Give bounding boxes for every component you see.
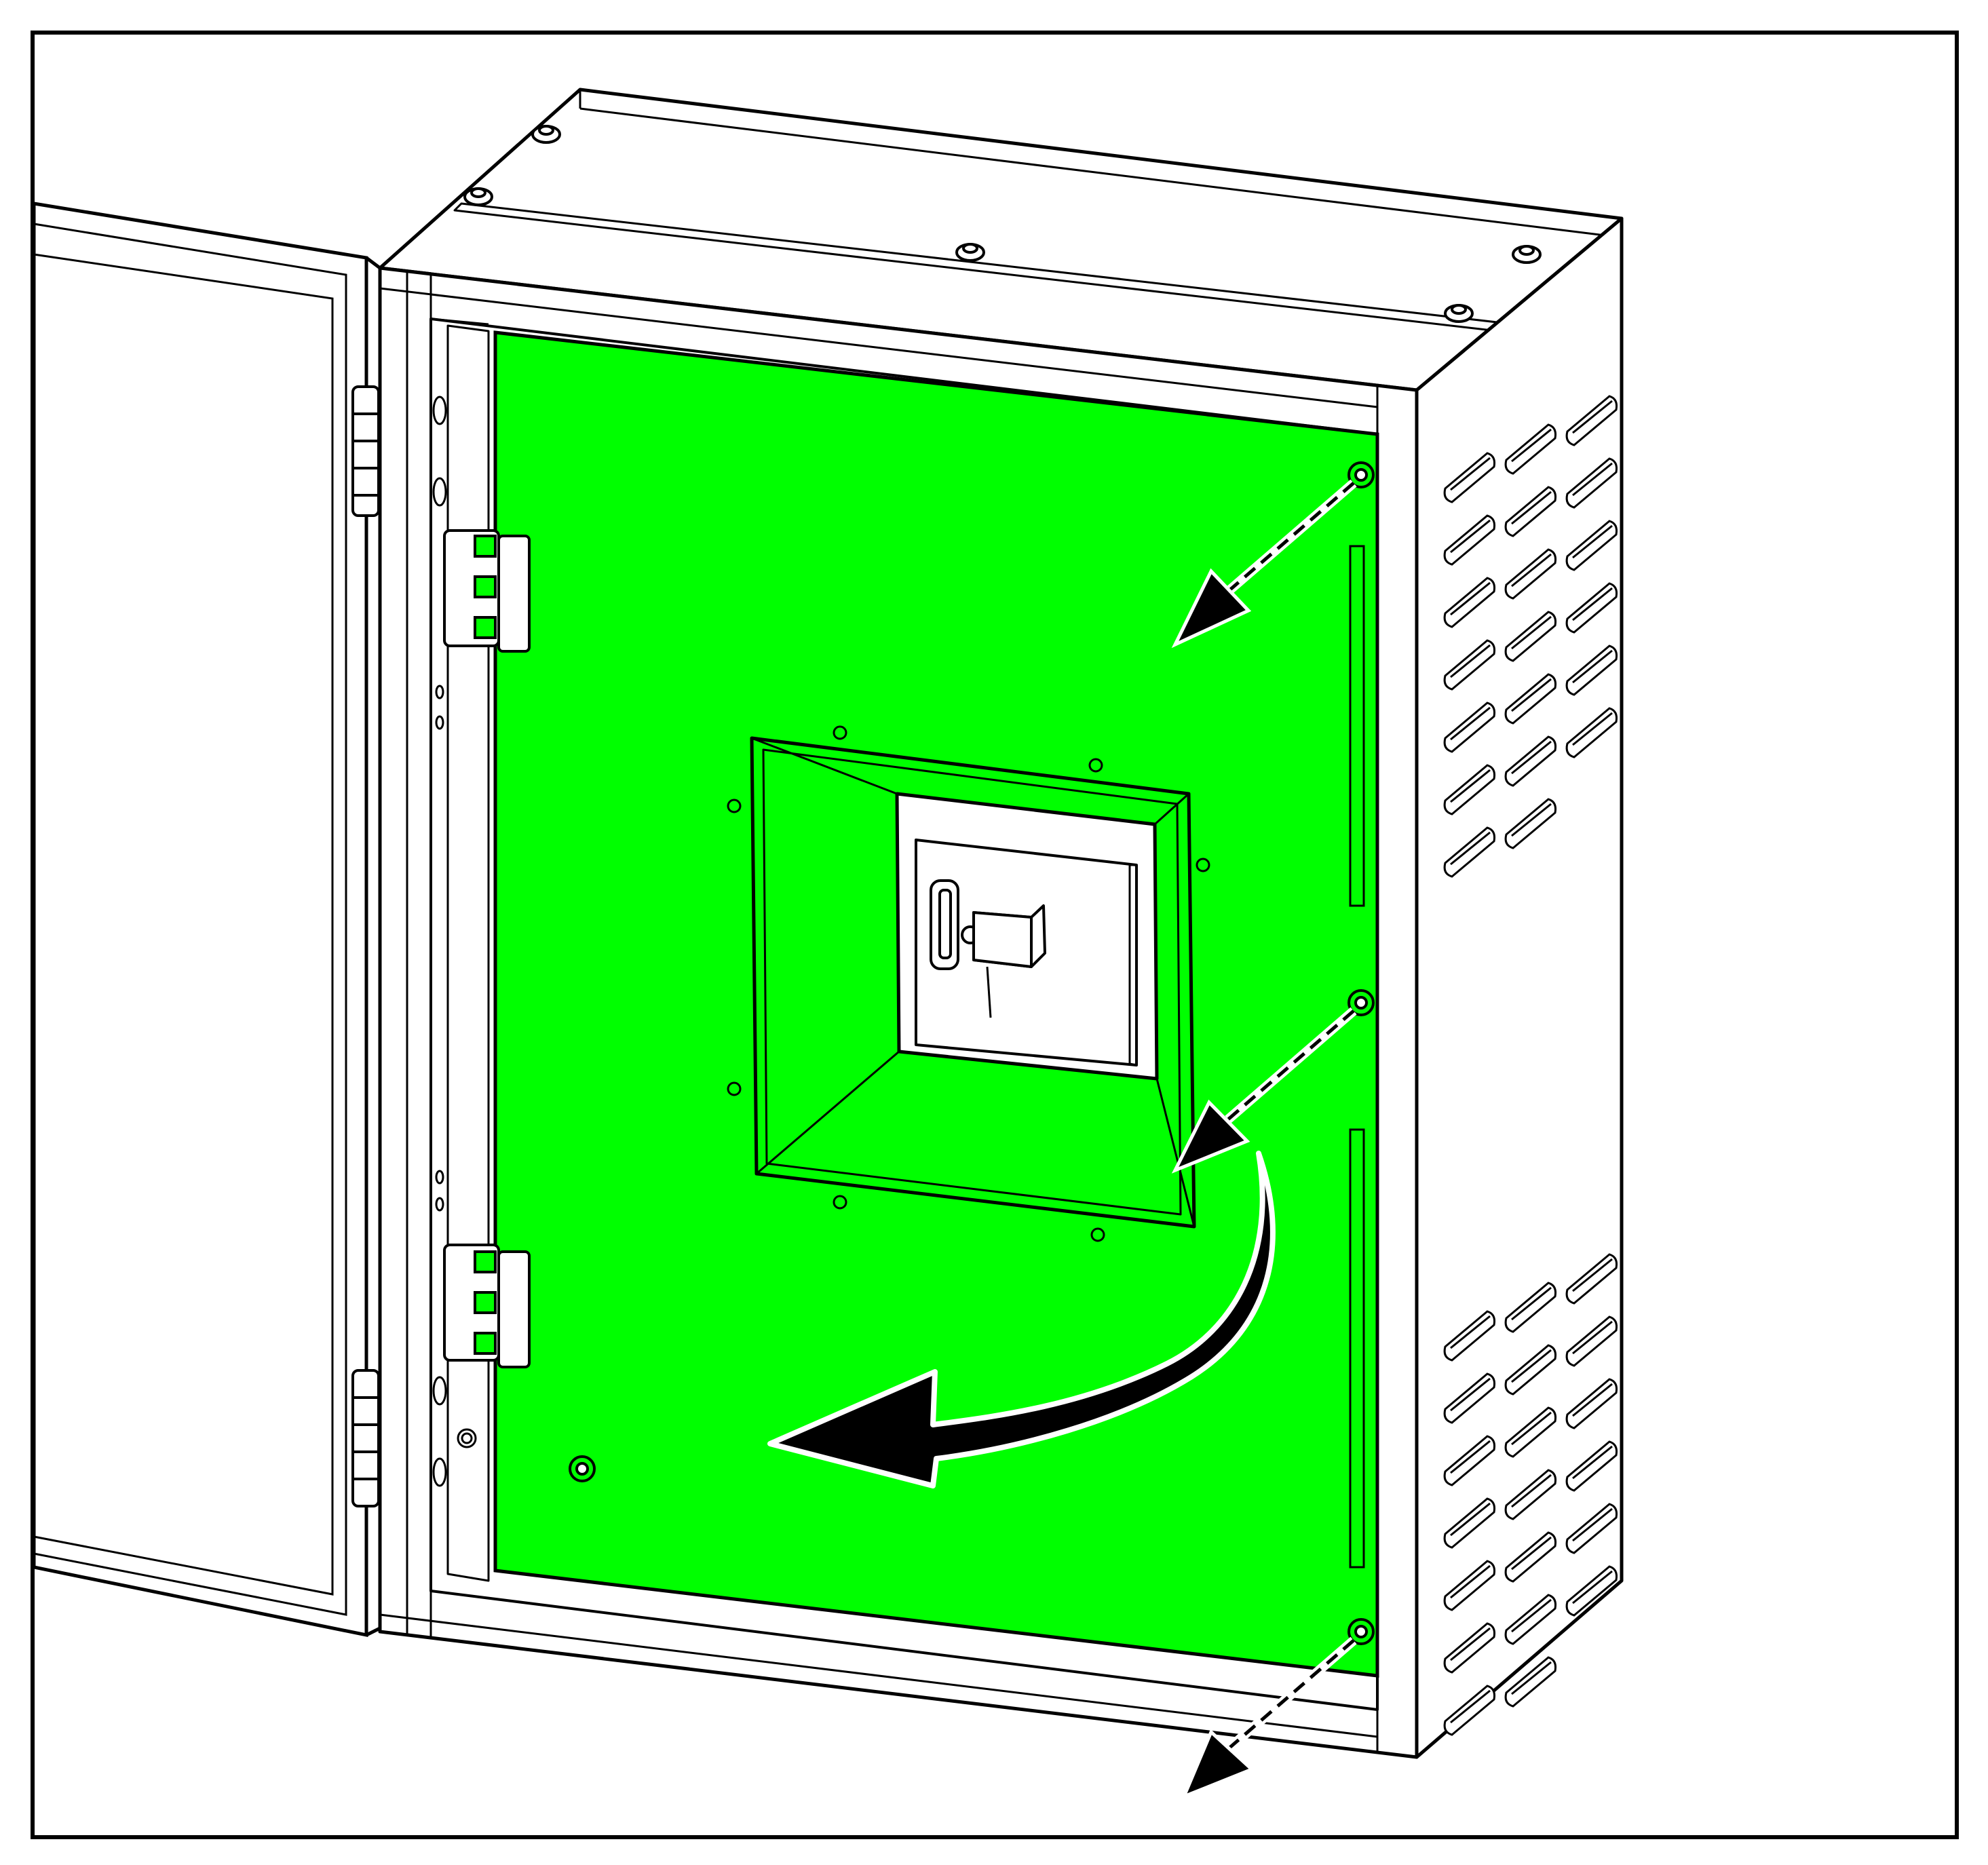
louver-slot-edge [1450, 769, 1491, 803]
louver-slot-edge [1450, 1315, 1491, 1349]
louver-slot-edge [1572, 1258, 1613, 1292]
louver-slot-edge [1572, 1445, 1613, 1480]
louver-slot-edge [1511, 1349, 1552, 1383]
louver-slot-edge [1572, 649, 1613, 684]
fastener-screw [727, 725, 1210, 1242]
louver-slot-edge [1450, 644, 1491, 678]
louver-slot-edge [1450, 831, 1491, 866]
louver-slot-edge [1511, 1286, 1552, 1321]
louver-slot-edge [1450, 1377, 1491, 1412]
louver-slot-edge [1511, 740, 1552, 775]
louver-slot-edge [1572, 587, 1613, 621]
swing-panel-arrow [767, 1151, 1276, 1488]
louver-slot-edge [1450, 1440, 1491, 1474]
louver-slot-edge [1450, 1627, 1491, 1661]
remove-screw-arrow-bottom [1181, 1636, 1357, 1800]
louver-slot-edge [1572, 1320, 1613, 1355]
louver-slot-edge [1572, 1383, 1613, 1417]
louver-slot-edge [1572, 462, 1613, 497]
louver-slot-edge [1511, 615, 1552, 650]
louver-slot-edge [1511, 678, 1552, 712]
louver-slot-edge [1511, 1536, 1552, 1571]
louver-slot-edge [1450, 1502, 1491, 1537]
louver-slot-edge [1450, 519, 1491, 554]
remove-screw-arrow-middle [1171, 1007, 1357, 1174]
interior-hinge [443, 529, 531, 1368]
louver-slot-edge [1511, 1474, 1552, 1508]
ventilation-louver [1443, 395, 1618, 1736]
remove-screw-arrow-top [1171, 479, 1357, 649]
fastener-screw [463, 125, 1542, 323]
open-door [32, 201, 381, 1638]
louver-slot-edge [1572, 712, 1613, 746]
louver-slot-edge [1511, 1598, 1552, 1633]
louver-slot-edge [1572, 1507, 1613, 1542]
louver-slot-edge [1450, 706, 1491, 741]
louver-slot-edge [1511, 553, 1552, 588]
louver-slot-edge [1450, 1689, 1491, 1724]
louver-slot-edge [1450, 581, 1491, 616]
louver-slot-edge [1511, 428, 1552, 463]
louver-slot-edge [1450, 457, 1491, 491]
louver-slot-edge [1511, 803, 1552, 837]
louver-slot-edge [1572, 400, 1613, 434]
switch-handle [930, 879, 1046, 1018]
louver-slot-edge [1450, 1564, 1491, 1599]
fastener-screw [569, 461, 1375, 1645]
louver-slot-edge [1511, 1411, 1552, 1446]
handle-window [750, 736, 1196, 1229]
louver-slot-edge [1572, 1570, 1613, 1604]
louver-slot-edge [1511, 1661, 1552, 1695]
louver-slot-edge [1572, 524, 1613, 559]
louver-slot-edge [1511, 491, 1552, 525]
frame-slots [432, 396, 477, 1487]
plate-edge [495, 545, 1378, 1677]
